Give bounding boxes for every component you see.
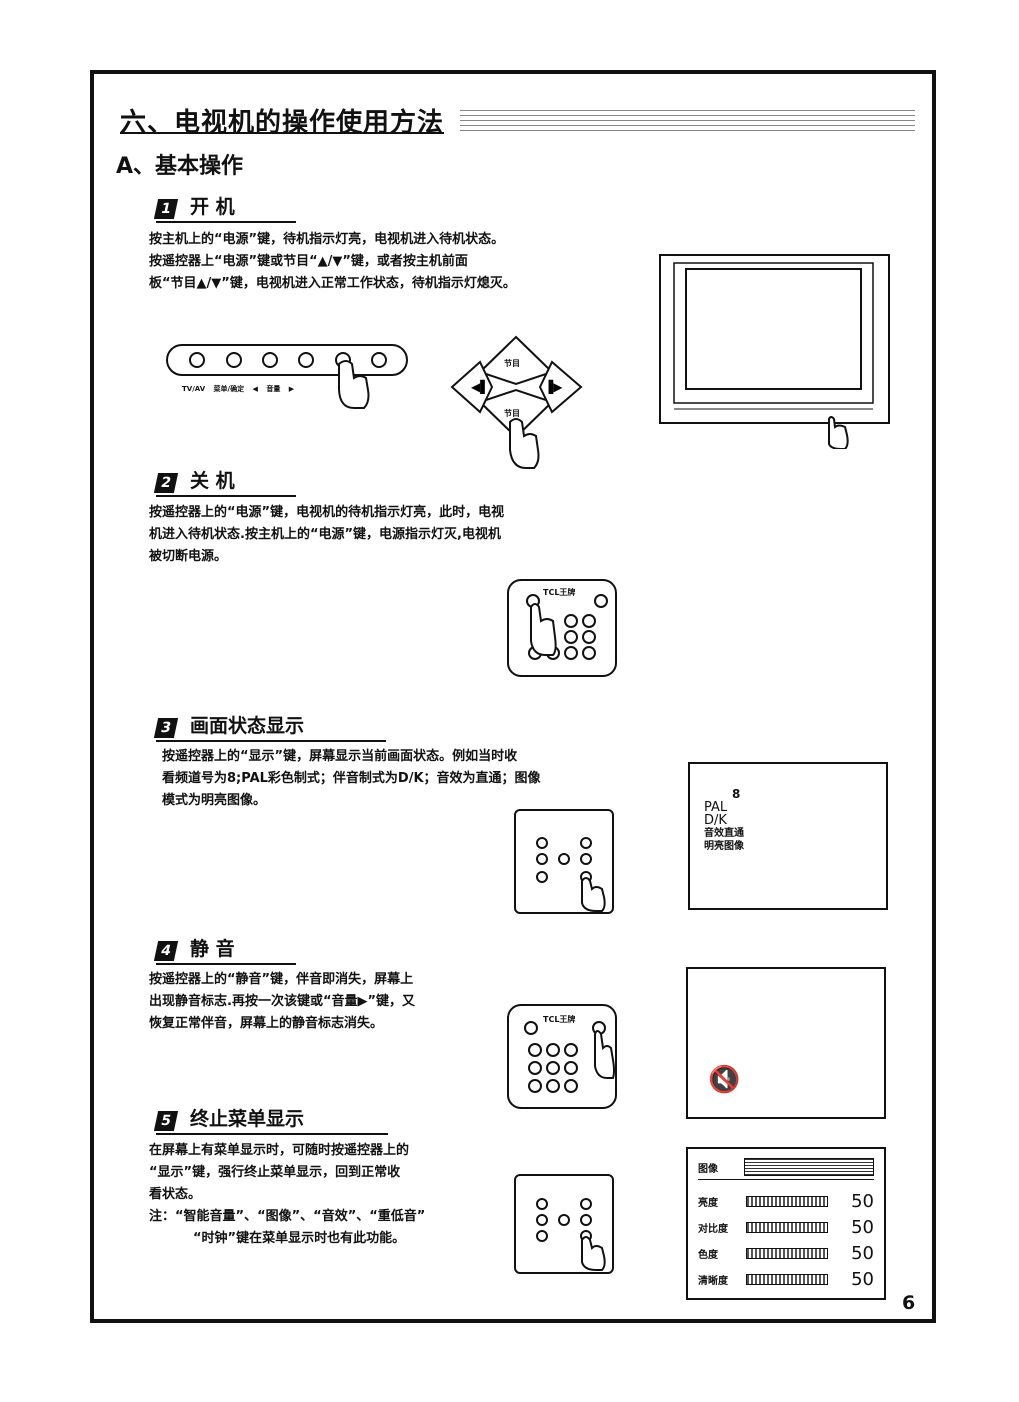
front-panel-illustration: TV/AV 菜单/确定 ◀ 音量 ▶ bbox=[164, 342, 414, 412]
remote-mute-drawing bbox=[524, 1021, 615, 1093]
menu-row: 亮度 50 bbox=[698, 1188, 874, 1214]
remote-illustration-exit bbox=[514, 1174, 614, 1274]
step3-heading: 3 画面状态显示 bbox=[153, 711, 386, 742]
osd-menu-screen: 图像 亮度 50 对比度 50 色度 50 清晰度 50 bbox=[686, 1147, 886, 1300]
keypad-down-label: 节目 bbox=[504, 409, 520, 418]
tv-illustration bbox=[659, 249, 894, 450]
title-rule-lines bbox=[460, 110, 915, 132]
keypad-illustration: ◀▌ ▐▶ 节目 节目 bbox=[444, 332, 589, 472]
step2-line: 机进入待机状态.按主机上的“电源”键，电源指示灯灭,电视机 bbox=[149, 527, 501, 542]
step4-heading: 4 静 音 bbox=[153, 934, 296, 965]
keypad-up-label: 节目 bbox=[504, 359, 520, 368]
panel-label: TV/AV bbox=[182, 385, 206, 393]
step5-text: 在屏幕上有菜单显示时，可随时按遥控器上的 “显示”键，强行终止菜单显示，回到正常… bbox=[149, 1140, 509, 1250]
osd-sound-system: D/K bbox=[704, 813, 727, 828]
step5-line: 在屏幕上有菜单显示时，可随时按遥控器上的 bbox=[149, 1143, 410, 1158]
step4-line: 恢复正常伴音，屏幕上的静音标志消失。 bbox=[149, 1016, 384, 1031]
menu-tab-picture: 图像 bbox=[698, 1163, 718, 1175]
step4-text: 按遥控器上的“静音”键，伴音即消失，屏幕上 出现静音标志.再按一次该键或“音量▶… bbox=[149, 969, 509, 1035]
section-heading: A、基本操作 bbox=[116, 154, 244, 179]
step1-text: 按主机上的“电源”键，待机指示灯亮，电视机进入待机状态。 按遥控器上“电源”键或… bbox=[149, 229, 669, 295]
menu-row-value: 50 bbox=[851, 1268, 874, 1290]
step5-note: 注：“智能音量”、“图像”、“音效”、“重低音” bbox=[149, 1209, 426, 1224]
step2-title: 关 机 bbox=[190, 470, 235, 492]
step3-number: 3 bbox=[153, 718, 179, 738]
remote-illustration-mute: TCL王牌 bbox=[507, 1004, 617, 1109]
menu-tab-bar: 图像 bbox=[698, 1155, 874, 1180]
step1-line: 按主机上的“电源”键，待机指示灯亮，电视机进入待机状态。 bbox=[149, 232, 505, 247]
step3-text: 按遥控器上的“显示”键，屏幕显示当前画面状态。例如当时收 看频道号为8;PAL彩… bbox=[162, 746, 682, 812]
step2-heading: 2 关 机 bbox=[153, 466, 296, 497]
menu-row-value: 50 bbox=[851, 1190, 874, 1212]
step4-line: 按遥控器上的“静音”键，伴音即消失，屏幕上 bbox=[149, 972, 414, 987]
osd-color-system: PAL bbox=[704, 800, 728, 815]
step1-number: 1 bbox=[153, 199, 179, 219]
panel-label: 菜单/确定 bbox=[213, 385, 245, 393]
osd-channel: 8 bbox=[732, 787, 741, 801]
chapter-title-text: 六、电视机的操作使用方法 bbox=[120, 108, 445, 138]
step2-line: 被切断电源。 bbox=[149, 549, 228, 564]
svg-text:▐▶: ▐▶ bbox=[544, 379, 563, 394]
menu-row-label: 亮度 bbox=[698, 1197, 718, 1209]
osd-mute-screen: 🔇 bbox=[686, 967, 886, 1119]
step5-line: “显示”键，强行终止菜单显示，回到正常收 bbox=[149, 1165, 401, 1180]
menu-row-label: 清晰度 bbox=[698, 1275, 728, 1287]
step4-number: 4 bbox=[153, 941, 179, 961]
svg-text:◀▌: ◀▌ bbox=[471, 379, 489, 394]
remote-brand: TCL王牌 bbox=[543, 588, 576, 597]
step3-title: 画面状态显示 bbox=[190, 715, 305, 737]
front-panel-drawing bbox=[166, 344, 408, 409]
step1-heading: 1 开 机 bbox=[153, 192, 296, 223]
menu-row: 清晰度 50 bbox=[698, 1266, 874, 1292]
keypad-drawing: ◀▌ ▐▶ bbox=[450, 335, 583, 469]
remote-illustration-power: TCL王牌 bbox=[507, 579, 617, 677]
tv-drawing bbox=[659, 254, 890, 450]
step3-line: 看频道号为8;PAL彩色制式；伴音制式为D/K；音效为直通；图像 bbox=[162, 771, 541, 786]
menu-row-bar bbox=[746, 1247, 828, 1259]
menu-row-bar bbox=[746, 1221, 828, 1233]
osd-status-screen: 8 PAL D/K 音效直通 明亮图像 bbox=[688, 762, 888, 910]
menu-row-value: 50 bbox=[851, 1242, 874, 1264]
panel-label: ◀ 音量 ▶ bbox=[252, 385, 295, 393]
osd-picture-mode: 明亮图像 bbox=[704, 841, 744, 852]
step1-line: 按遥控器上“电源”键或节目“▲/▼”键，或者按主机前面 bbox=[149, 254, 468, 269]
remote-illustration-display bbox=[514, 809, 614, 914]
remote-display-drawing bbox=[536, 837, 606, 912]
step5-number: 5 bbox=[153, 1111, 179, 1131]
menu-row-label: 色度 bbox=[698, 1249, 718, 1261]
step4-title: 静 音 bbox=[190, 938, 235, 960]
step4-line: 出现静音标志.再按一次该键或“音量▶”键，又 bbox=[149, 994, 416, 1009]
menu-row-value: 50 bbox=[851, 1216, 874, 1238]
remote-buttons-drawing bbox=[526, 594, 608, 660]
page-frame: 六、电视机的操作使用方法 A、基本操作 1 开 机 按主机上的“电源”键，待机指示… bbox=[90, 70, 936, 1323]
step1-title: 开 机 bbox=[190, 196, 235, 218]
mute-icon: 🔇 bbox=[708, 1065, 741, 1095]
menu-row: 色度 50 bbox=[698, 1240, 874, 1266]
step5-line: 看状态。 bbox=[149, 1187, 202, 1202]
step1-line: 板“节目▲/▼”键，电视机进入正常工作状态，待机指示灯熄灭。 bbox=[149, 276, 516, 291]
remote-exit-drawing bbox=[536, 1198, 606, 1271]
menu-row-label: 对比度 bbox=[698, 1223, 728, 1235]
step2-text: 按遥控器上的“电源”键，电视机的待机指示灯亮，此时，电视 机进入待机状态.按主机… bbox=[149, 502, 669, 568]
step3-line: 模式为明亮图像。 bbox=[162, 793, 267, 808]
step5-heading: 5 终止菜单显示 bbox=[153, 1104, 388, 1135]
step2-number: 2 bbox=[153, 473, 179, 493]
step5-note: “时钟”键在菜单显示时也有此功能。 bbox=[193, 1231, 406, 1246]
menu-row: 对比度 50 bbox=[698, 1214, 874, 1240]
step5-title: 终止菜单显示 bbox=[190, 1108, 305, 1130]
page-number: 6 bbox=[902, 1292, 916, 1314]
step2-line: 按遥控器上的“电源”键，电视机的待机指示灯亮，此时，电视 bbox=[149, 505, 505, 520]
menu-tab-placeholder bbox=[744, 1158, 874, 1176]
menu-row-bar bbox=[746, 1195, 828, 1207]
chapter-title: 六、电视机的操作使用方法 bbox=[120, 102, 920, 138]
osd-sound-effect: 音效直通 bbox=[704, 828, 744, 839]
menu-row-bar bbox=[746, 1273, 828, 1285]
step3-line: 按遥控器上的“显示”键，屏幕显示当前画面状态。例如当时收 bbox=[162, 749, 518, 764]
front-panel-labels: TV/AV 菜单/确定 ◀ 音量 ▶ bbox=[182, 384, 294, 394]
remote-brand: TCL王牌 bbox=[543, 1015, 576, 1024]
